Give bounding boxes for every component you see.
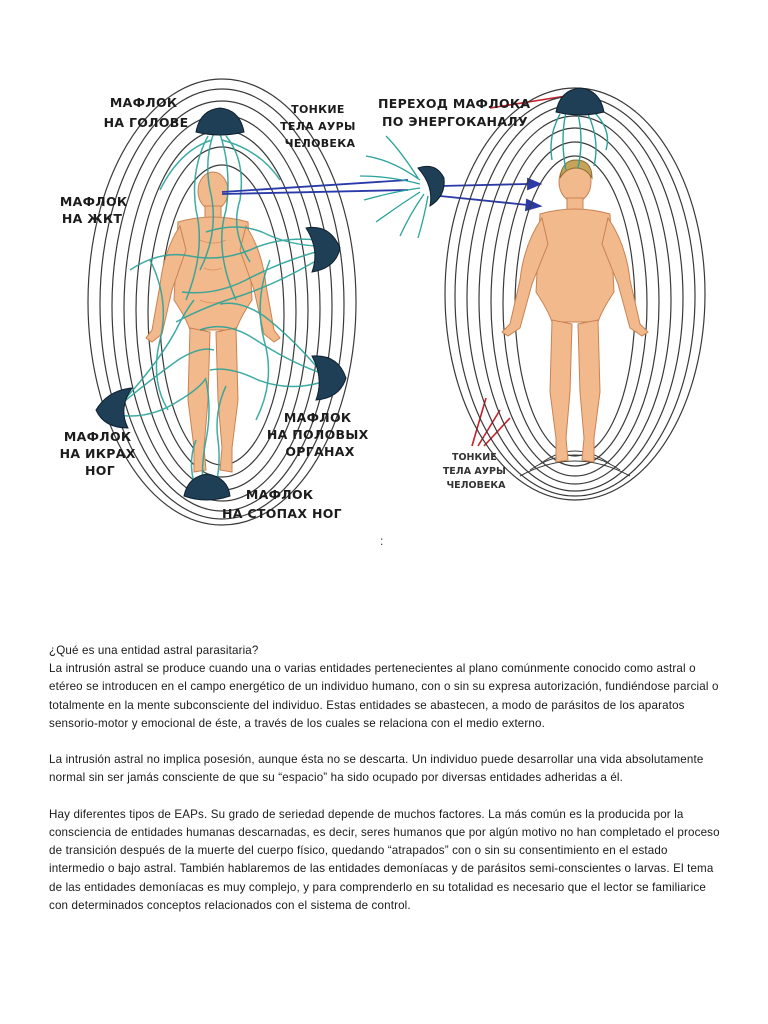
paragraph-intro: ¿Qué es una entidad astral parasitaria? … (49, 642, 725, 733)
label-feet-2: НА СТОПАХ НОГ (222, 506, 342, 521)
parasite-feet-blob (183, 473, 231, 501)
travelling-parasite-blob (417, 165, 445, 208)
label-feet-1: МАФЛОК (246, 487, 314, 502)
question-heading: ¿Qué es una entidad astral parasitaria? (49, 644, 259, 657)
label-genitals-3: ОРГАНАХ (285, 444, 354, 459)
parasite-calf-blob (95, 387, 134, 429)
parasite-genital-blob (311, 355, 347, 401)
svg-text:МАФЛОК НА ПОЛОВЫХ: МАФЛОК НА ПОЛОВЫХ ОРГАНАХ (267, 410, 373, 459)
caption-mark: : (380, 534, 384, 548)
label-aura-2: ТЕЛА АУРЫ (280, 120, 356, 133)
paragraph-2: La intrusión astral no implica posesión,… (49, 753, 704, 785)
label-gut-2: НА ЖКТ (62, 211, 123, 226)
paragraph-3: Hay diferentes tipos de EAPs. Su grado d… (49, 807, 720, 912)
svg-text:МАФЛОК НА ЖКТ: МАФЛОК НА ЖКТ (60, 194, 132, 226)
parasite-head-blob (195, 107, 245, 136)
label-aura-1: ТОНКИЕ (291, 103, 345, 116)
right-labels: ПЕРЕХОД МАФЛОКА ПО ЭНЕРГОКАНАЛУ ТОНКИЕ Т… (378, 96, 535, 491)
svg-text:МАФЛОК НА ГОЛОВЕ: МАФЛОК НА ГОЛОВЕ (104, 95, 189, 130)
svg-text:МАФЛОК НА ИКРАХ НО: МАФЛОК НА ИКРАХ НОГ (60, 429, 141, 478)
label-transfer-1: ПЕРЕХОД МАФЛОКА (378, 96, 530, 111)
right-human-body (501, 161, 649, 463)
article-body: ¿Qué es una entidad astral parasitaria? … (49, 642, 725, 933)
right-head-parasite-blob (555, 87, 605, 116)
label-right-aura-3: ЧЕЛОВЕКА (447, 480, 507, 491)
label-calves-3: НОГ (85, 463, 115, 478)
label-head-1: МАФЛОК (110, 95, 178, 110)
label-genitals-1: МАФЛОК (284, 410, 352, 425)
svg-text:ТОНКИЕ ТЕЛА АУРЫ Ч: ТОНКИЕ ТЕЛА АУРЫ ЧЕЛОВЕКА (280, 103, 360, 150)
label-right-aura-1: ТОНКИЕ (452, 452, 497, 463)
parasite-gut-blob (305, 226, 341, 273)
svg-text:ТОНКИЕ ТЕЛА АУРЫ Ч: ТОНКИЕ ТЕЛА АУРЫ ЧЕЛОВЕКА (443, 452, 509, 491)
right-hair (559, 159, 593, 180)
label-transfer-2: ПО ЭНЕРГОКАНАЛУ (382, 114, 528, 129)
label-calves-2: НА ИКРАХ (60, 446, 136, 461)
right-floor-rings (519, 450, 631, 477)
label-aura-3: ЧЕЛОВЕКА (285, 137, 356, 150)
svg-text:ПЕРЕХОД МАФЛОКА ПО ЭНЕРГ: ПЕРЕХОД МАФЛОКА ПО ЭНЕРГОКАНАЛУ (378, 96, 535, 129)
travelling-parasite (359, 135, 445, 239)
label-genitals-2: НА ПОЛОВЫХ (267, 427, 369, 442)
label-right-aura-2: ТЕЛА АУРЫ (443, 466, 506, 477)
label-calves-1: МАФЛОК (64, 429, 132, 444)
left-parasite-blobs (95, 107, 347, 501)
left-parasite-tentacles (117, 131, 323, 499)
left-labels: МАФЛОК НА ГОЛОВЕ ТОНКИЕ ТЕЛА АУРЫ ЧЕЛОВЕ… (60, 95, 373, 521)
right-head-parasite (550, 87, 609, 171)
label-gut-1: МАФЛОК (60, 194, 128, 209)
label-head-2: НА ГОЛОВЕ (104, 115, 189, 130)
svg-text:МАФЛОК НА СТОПАХ НОГ: МАФЛОК НА СТОПАХ НОГ (222, 487, 342, 521)
aura-parasite-illustration: МАФЛОК НА ГОЛОВЕ ТОНКИЕ ТЕЛА АУРЫ ЧЕЛОВЕ… (60, 78, 706, 526)
paragraph-1-text: La intrusión astral se produce cuando un… (49, 662, 719, 730)
